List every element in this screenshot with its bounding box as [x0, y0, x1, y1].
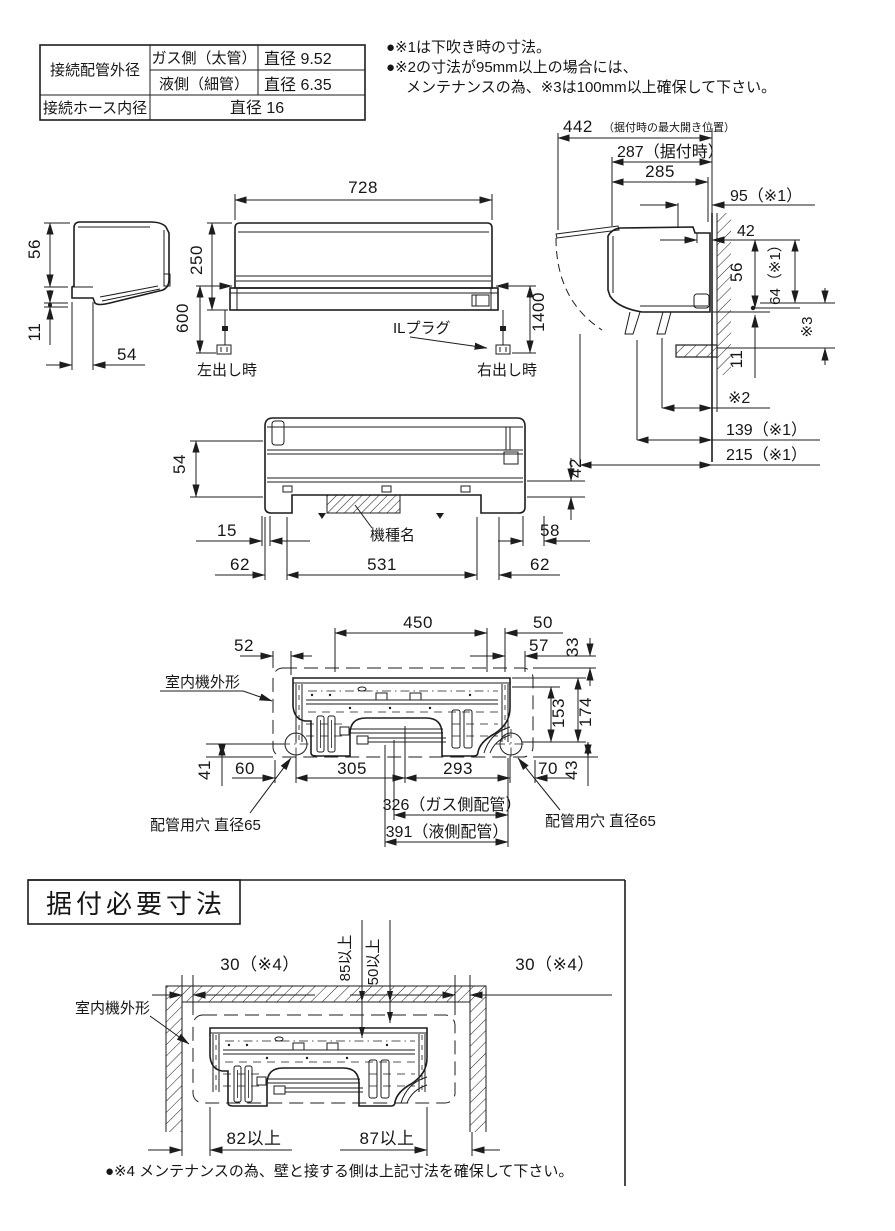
spec-table: 接続配管外径 ガス側（太管） 直径 9.52 液側（細管） 直径 6.35 接続…: [39, 44, 366, 121]
dim-600: 600: [173, 303, 192, 333]
note-2b: メンテナンスの為、※3は100mm以上確保して下さい。: [406, 79, 776, 96]
rear-plate-view: 室内機外形 450 50 52 57 33 153 174 43 41 60 3…: [150, 613, 656, 847]
dim-30-right: 30（※4）: [515, 955, 595, 974]
dim-293: 293: [443, 759, 473, 778]
dim-174: 174: [576, 697, 595, 727]
pipe-hole-left: [281, 729, 311, 759]
dim-391: 391（液側配管）: [386, 823, 509, 841]
pipe-hole-right: [496, 729, 526, 759]
install-outline-label: 室内機外形: [75, 1000, 150, 1017]
shelf: [675, 344, 718, 358]
dim-728: 728: [348, 178, 378, 197]
dim-87min: 87以上: [360, 1129, 415, 1148]
install-title: 据付必要寸法: [46, 889, 226, 919]
label-model-name: 機種名: [370, 527, 415, 544]
table-hose-label: 接続ホース内径: [43, 100, 147, 117]
note-1: ●※1は下吹き時の寸法。: [386, 39, 551, 56]
dim-82min: 82以上: [227, 1129, 282, 1148]
indoor-unit-outline: [272, 667, 534, 758]
power-cord-right: [495, 310, 511, 355]
dim-side-56: 56: [25, 239, 44, 259]
open-panel: [555, 225, 620, 239]
dim-57: 57: [529, 636, 549, 655]
front-view: 728 250 600 1400 ILプラグ 左出し時 右出し時: [173, 178, 548, 379]
dim-442: 442: [563, 117, 593, 136]
dim-442-note: （据付時の最大開き位置）: [603, 120, 735, 134]
label-right-out: 右出し時: [477, 362, 537, 379]
install-unit-outline: [192, 1014, 456, 1104]
dim-43: 43: [562, 760, 581, 780]
table-hose-value: 直径 16: [230, 99, 284, 117]
label-left-out: 左出し時: [197, 362, 257, 379]
label-il-plug: ILプラグ: [393, 320, 451, 337]
table-gas-value: 直径 9.52: [264, 50, 332, 68]
label-pipe-hole-right: 配管用穴 直径65: [545, 813, 656, 830]
dim-bv-58: 58: [540, 521, 560, 540]
dim-11r: 11: [727, 350, 746, 369]
dim-bv-54: 54: [170, 454, 189, 474]
left-side-view: 56 11 54: [25, 221, 171, 370]
dim-85min: 85以上: [337, 935, 354, 982]
dim-139: 139（※1）: [726, 421, 807, 439]
dim-ast3: ※3: [799, 317, 816, 338]
wall-hatch: [717, 213, 731, 375]
dim-287: 287（据付時）: [617, 143, 724, 161]
dim-bv-42: 42: [566, 458, 585, 478]
terminal-cover: [471, 294, 490, 307]
indoor-unit-side: [71, 221, 170, 306]
table-liquid-label: 液側（細管）: [159, 76, 249, 93]
dim-ast2: ※2: [728, 390, 750, 407]
bottom-view: 機種名 54 42 15 58 62 531 62: [170, 417, 590, 580]
install-wall-hatch: [166, 986, 486, 1132]
dim-bv-531: 531: [367, 555, 397, 574]
dim-52: 52: [234, 636, 254, 655]
dim-30-left: 30（※4）: [220, 955, 300, 974]
dim-305: 305: [337, 759, 367, 778]
dim-42r: 42: [737, 223, 755, 240]
notes: ●※1は下吹き時の寸法。 ●※2の寸法が95mm以上の場合には、 メンテナンスの…: [386, 39, 776, 96]
install-title-box: [27, 879, 241, 925]
dim-bv-62l: 62: [230, 555, 250, 574]
dim-250: 250: [187, 245, 206, 275]
dim-side-11: 11: [25, 323, 44, 342]
dim-285: 285: [645, 162, 675, 181]
label-unit-outline: 室内機外形: [165, 674, 240, 691]
table-pipe-outer-label: 接続配管外径: [50, 62, 140, 79]
dim-450: 450: [403, 613, 433, 632]
dim-bv-62r: 62: [530, 555, 550, 574]
dim-41: 41: [195, 760, 214, 780]
note-2: ●※2の寸法が95mm以上の場合には、: [386, 59, 638, 76]
install-section: 据付必要寸法 室内機外形 30（※4） 30（※4） 85以上 50以上 82以…: [27, 879, 626, 1186]
dim-1400: 1400: [529, 292, 548, 332]
install-note: ●※4 メンテナンスの為、壁と接する側は上記寸法を確保して下さい。: [105, 1163, 573, 1180]
table-gas-label: ガス側（太管）: [151, 50, 256, 67]
dim-215: 215（※1）: [726, 446, 807, 464]
indoor-unit-front: [234, 222, 493, 289]
indoor-unit-bottom: [264, 417, 526, 514]
dim-70: 70: [538, 759, 558, 778]
dim-95: 95（※1）: [730, 187, 802, 205]
model-name-plate: [326, 494, 401, 514]
dim-326: 326（ガス側配管）: [383, 796, 522, 814]
dim-33: 33: [563, 637, 582, 657]
panel-swing-arc: [555, 237, 603, 331]
dim-56r: 56: [727, 262, 746, 282]
dim-bv-15: 15: [217, 521, 237, 540]
dim-50min: 50以上: [365, 939, 382, 986]
dim-side-54: 54: [117, 345, 137, 364]
table-liquid-value: 直径 6.35: [264, 76, 332, 94]
dim-50: 50: [533, 613, 553, 632]
dim-64: 64（※1）: [767, 237, 784, 305]
right-side-view: 442 （据付時の最大開き位置） 287（据付時） 285 95（※1） 42 …: [555, 117, 835, 469]
dim-60: 60: [235, 759, 255, 778]
power-cord-left: [216, 310, 232, 355]
dim-153: 153: [549, 698, 568, 728]
label-pipe-hole-left: 配管用穴 直径65: [150, 817, 261, 834]
